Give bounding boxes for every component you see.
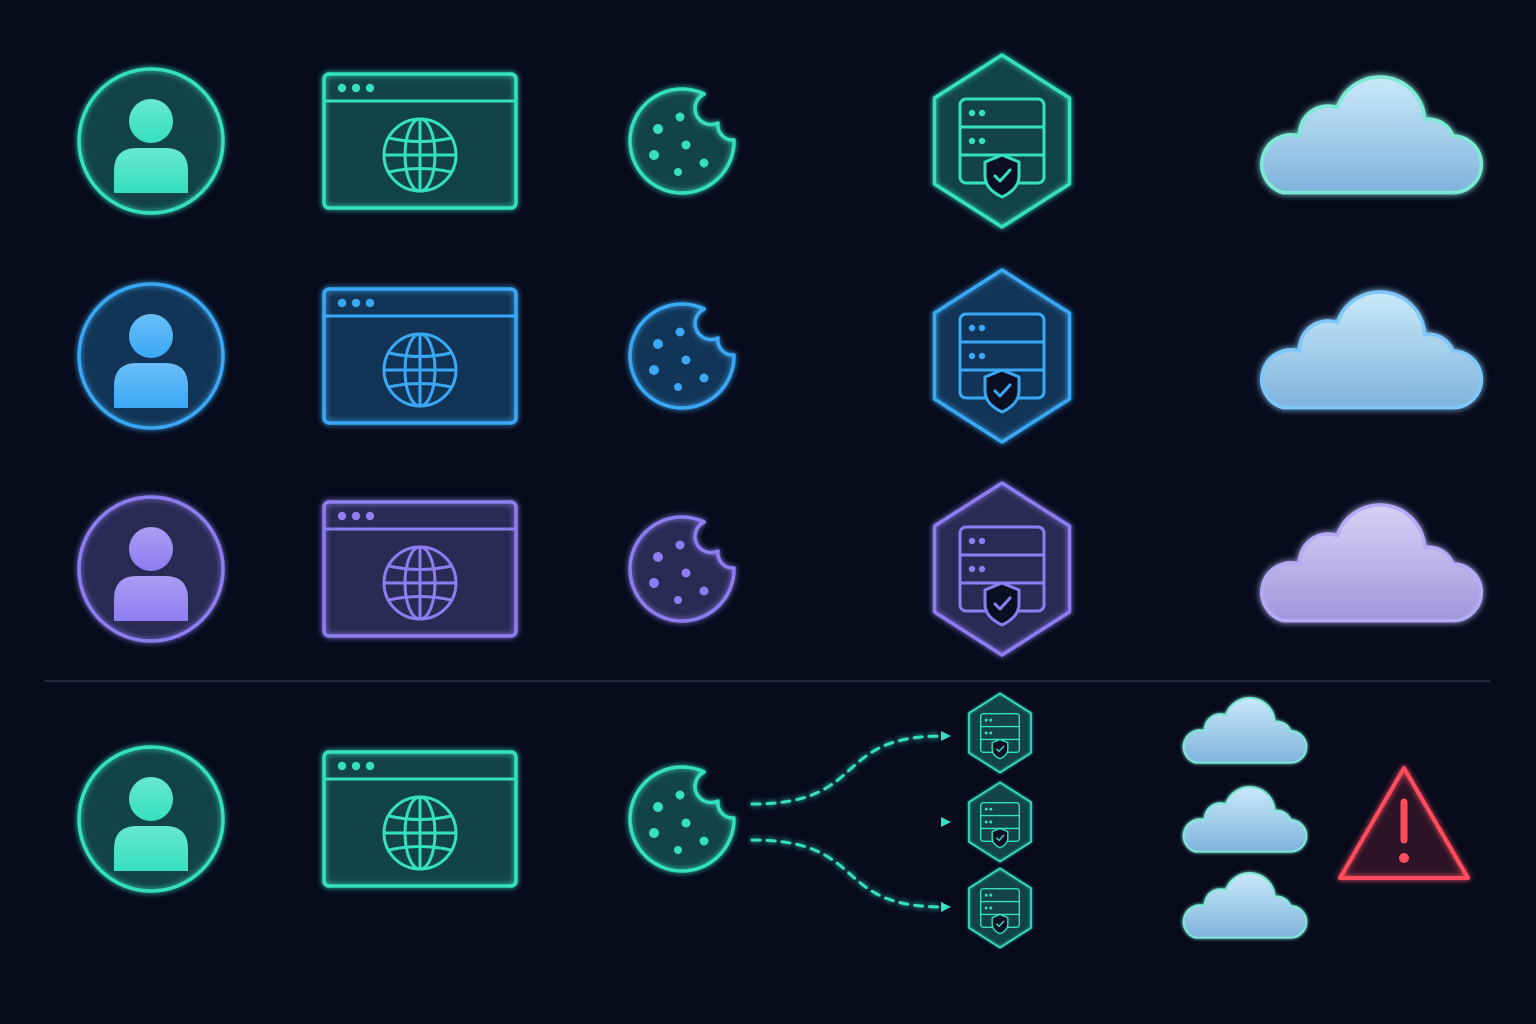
cloud-icon <box>1182 872 1308 939</box>
globe-icon <box>382 545 458 621</box>
shield-icon <box>983 581 1021 627</box>
browser-window-icon <box>322 72 518 210</box>
secure-server-icon <box>932 53 1072 229</box>
warning-triangle-icon <box>1338 766 1470 880</box>
secure-server-icon <box>932 268 1072 444</box>
user-icon <box>77 67 225 215</box>
cloud-icon <box>1182 786 1308 853</box>
arrowhead <box>941 817 951 827</box>
globe-icon <box>382 795 458 871</box>
cookie-icon <box>628 302 736 410</box>
secure-server-icon <box>968 692 1032 774</box>
cloud-icon <box>1260 290 1483 410</box>
globe-icon <box>382 332 458 408</box>
shield-icon <box>983 153 1021 199</box>
user-icon <box>77 495 225 643</box>
secure-server-icon <box>932 481 1072 657</box>
cookie-icon <box>628 515 736 623</box>
secure-server-icon <box>968 781 1032 863</box>
flow-3 <box>77 481 1483 657</box>
cookie-icon <box>628 765 736 873</box>
browser-window-icon <box>322 750 518 888</box>
arrowhead <box>941 731 951 741</box>
user-icon <box>77 282 225 430</box>
flow-2 <box>77 268 1483 444</box>
dashed-branch-connector <box>750 734 945 806</box>
shield-icon <box>991 827 1009 849</box>
user-icon <box>77 745 225 893</box>
arrowhead <box>941 902 951 912</box>
cookie-icon <box>628 87 736 195</box>
globe-icon <box>382 117 458 193</box>
branch <box>968 692 1308 774</box>
shield-icon <box>991 913 1009 935</box>
flow-split <box>77 692 1470 949</box>
flow-1 <box>77 53 1483 229</box>
dashed-branch-connector <box>750 838 945 909</box>
secure-server-icon <box>968 867 1032 949</box>
browser-window-icon <box>322 500 518 638</box>
cloud-icon <box>1260 503 1483 623</box>
branch <box>968 867 1308 949</box>
shield-icon <box>983 368 1021 414</box>
cloud-icon <box>1260 75 1483 195</box>
browser-window-icon <box>322 287 518 425</box>
shield-icon <box>991 738 1009 760</box>
cloud-icon <box>1182 697 1308 764</box>
branch <box>968 781 1308 863</box>
